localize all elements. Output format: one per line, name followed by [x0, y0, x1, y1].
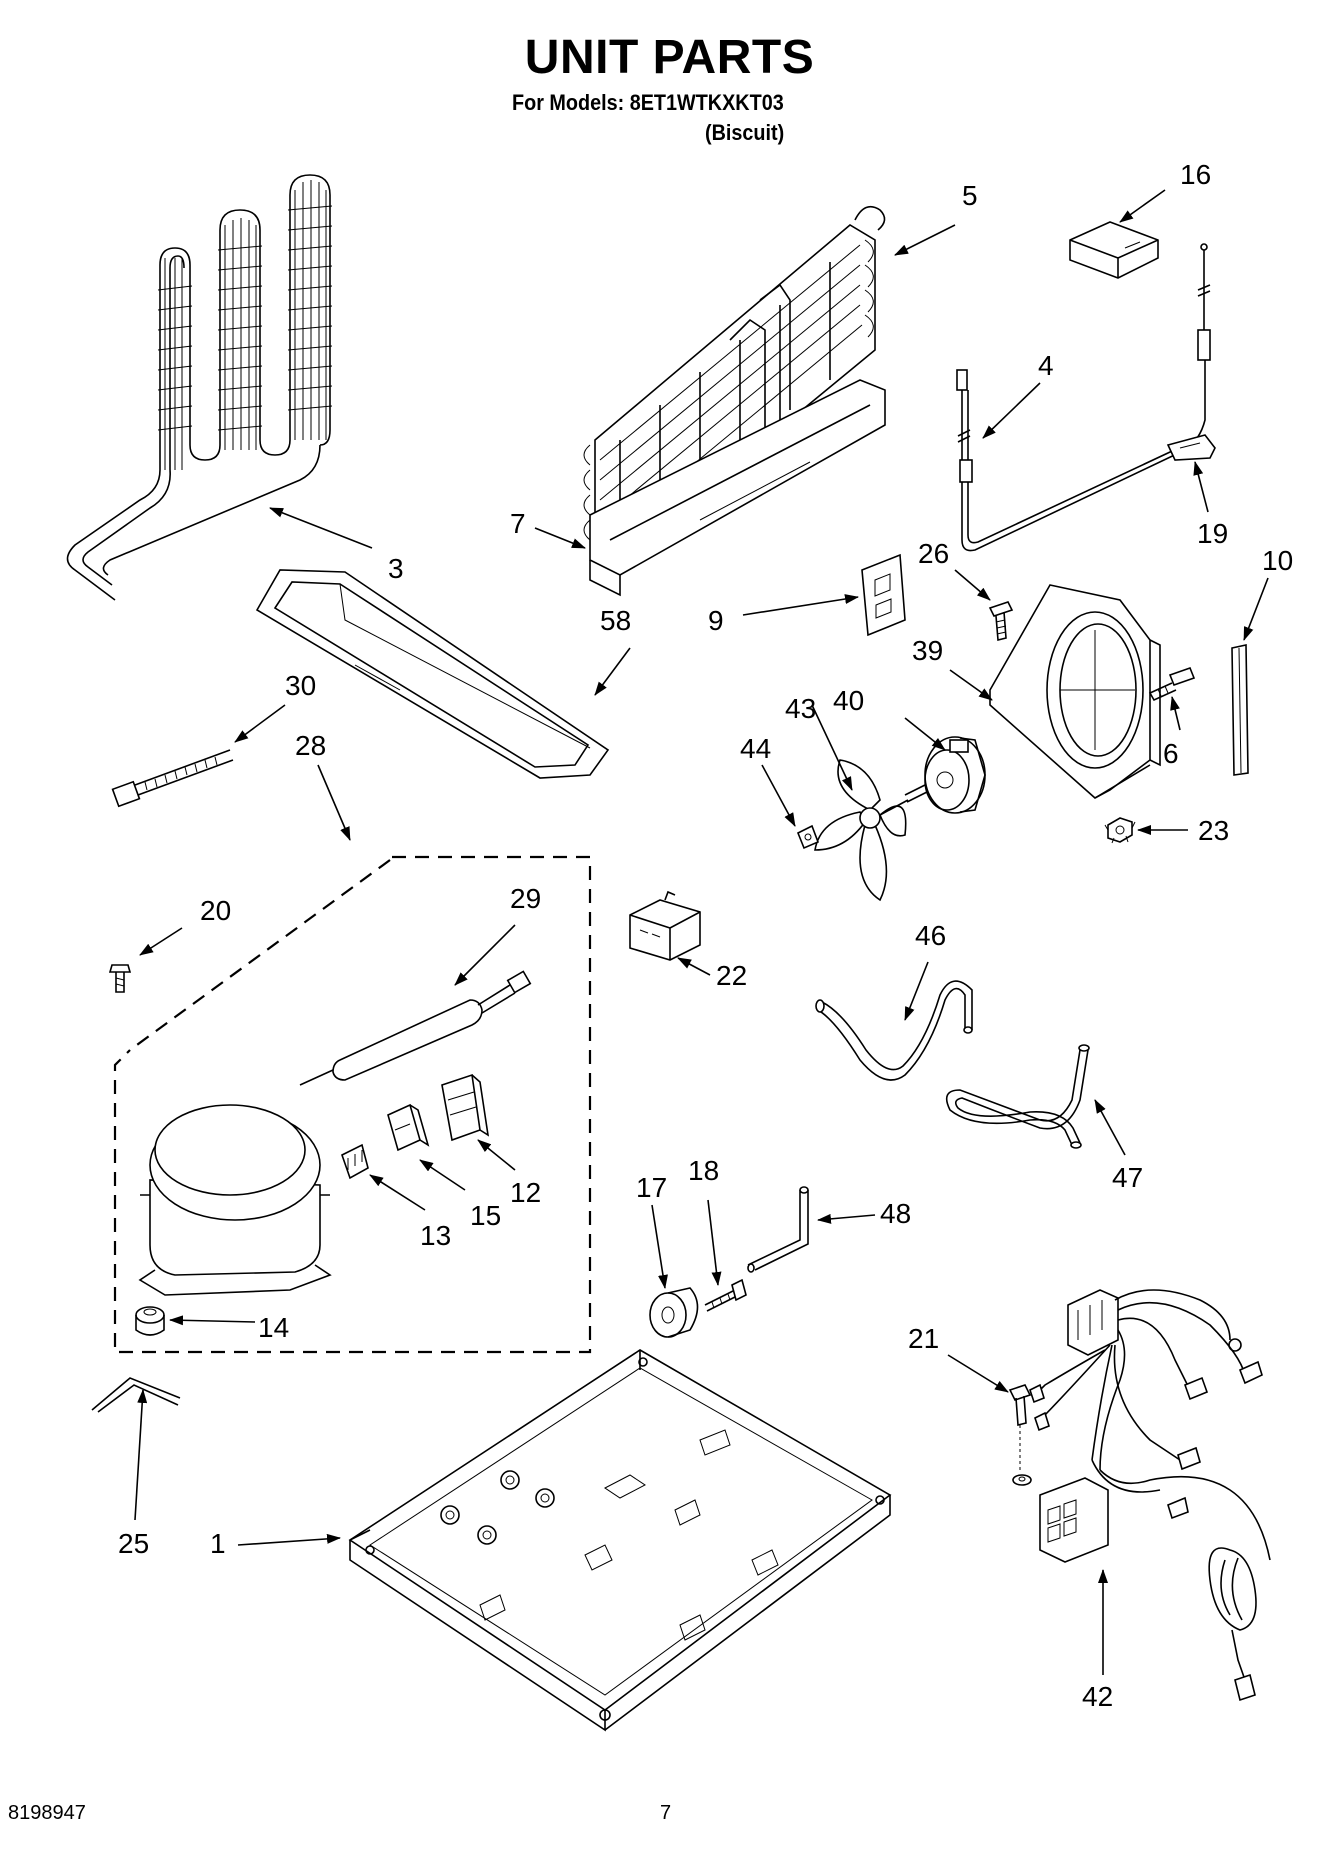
- callout-29: 29: [510, 883, 541, 914]
- wiring-harness-42-drawing: [1029, 1289, 1271, 1702]
- tube-46-drawing: [815, 980, 973, 1081]
- page-number: 7: [660, 1802, 672, 1824]
- callout-26: 26: [918, 538, 949, 569]
- cover-16-drawing: [1069, 221, 1159, 279]
- terminal-cover-13-drawing: [341, 1143, 369, 1180]
- callout-12: 12: [510, 1177, 541, 1208]
- grommet-17-drawing: [649, 1287, 699, 1338]
- callout-40: 40: [833, 685, 864, 716]
- screw-26-drawing: [988, 601, 1014, 642]
- callout-16: 16: [1180, 159, 1211, 190]
- callout-13: 13: [420, 1220, 451, 1251]
- callout-14: 14: [258, 1312, 289, 1343]
- callout-43: 43: [785, 693, 816, 724]
- screw-20-drawing: [108, 964, 132, 993]
- callout-6: 6: [1163, 738, 1179, 769]
- screw-6-drawing: [1148, 666, 1196, 702]
- callout-4: 4: [1038, 350, 1054, 381]
- fan-shroud-39-drawing: [989, 584, 1161, 799]
- callout-17: 17: [636, 1172, 667, 1203]
- clip-19-drawing: [1166, 434, 1216, 461]
- capacitor-22-drawing: [629, 890, 701, 961]
- clip-44-drawing: [796, 824, 820, 850]
- fan-motor-40-drawing: [904, 736, 986, 814]
- callout-18: 18: [688, 1155, 719, 1186]
- callout-28: 28: [295, 730, 326, 761]
- callout-9: 9: [708, 605, 724, 636]
- page-title: UNIT PARTS: [524, 31, 815, 84]
- callout-21: 21: [908, 1323, 939, 1354]
- callout-58: 58: [600, 605, 631, 636]
- document-number: 8198947: [8, 1802, 86, 1824]
- drain-tray-drawing: [255, 569, 610, 779]
- grommet-14-drawing: [135, 1306, 165, 1336]
- evaporator-trough-drawing: [589, 379, 886, 597]
- callout-5: 5: [962, 180, 978, 211]
- callout-3: 3: [388, 553, 404, 584]
- compressor-drawing: [138, 1104, 332, 1296]
- callout-22: 22: [716, 960, 747, 991]
- callout-46: 46: [915, 920, 946, 951]
- base-frame-drawing: [348, 1349, 892, 1732]
- relay-12-drawing: [441, 1073, 490, 1142]
- callout-19: 19: [1197, 518, 1228, 549]
- condenser-coil-drawing: [66, 174, 333, 601]
- callout-30: 30: [285, 670, 316, 701]
- filter-drier-drawing: [299, 970, 532, 1086]
- models-line: For Models: 8ET1WTKXKT03: [512, 90, 784, 115]
- callout-23: 23: [1198, 815, 1229, 846]
- callout-48: 48: [880, 1198, 911, 1229]
- screw-21-drawing: [1008, 1384, 1032, 1486]
- thermistor-4-drawing: [956, 243, 1211, 552]
- callout-39: 39: [912, 635, 943, 666]
- bolt-18-drawing: [704, 1278, 747, 1312]
- callout-44: 44: [740, 733, 771, 764]
- callout-15: 15: [470, 1200, 501, 1231]
- callout-10: 10: [1262, 545, 1293, 576]
- tube-48-drawing: [747, 1186, 809, 1273]
- bracket-9-drawing: [861, 553, 906, 637]
- overload-15-drawing: [387, 1103, 430, 1152]
- callout-7: 7: [510, 508, 526, 539]
- clip-25-drawing: [91, 1377, 181, 1413]
- gasket-strip-10-drawing: [1231, 644, 1249, 776]
- callout-47: 47: [1112, 1162, 1143, 1193]
- cable-tie-drawing: [111, 749, 234, 808]
- clip-nut-23-drawing: [1104, 817, 1136, 844]
- callout-42: 42: [1082, 1681, 1113, 1712]
- fan-blade-43-drawing: [814, 759, 909, 902]
- callout-25: 25: [118, 1528, 149, 1559]
- assembly-28-boundary: [113, 855, 592, 1354]
- callout-1: 1: [210, 1528, 226, 1559]
- color-line: (Biscuit): [705, 120, 785, 145]
- callout-20: 20: [200, 895, 231, 926]
- tube-47-drawing: [945, 1044, 1090, 1149]
